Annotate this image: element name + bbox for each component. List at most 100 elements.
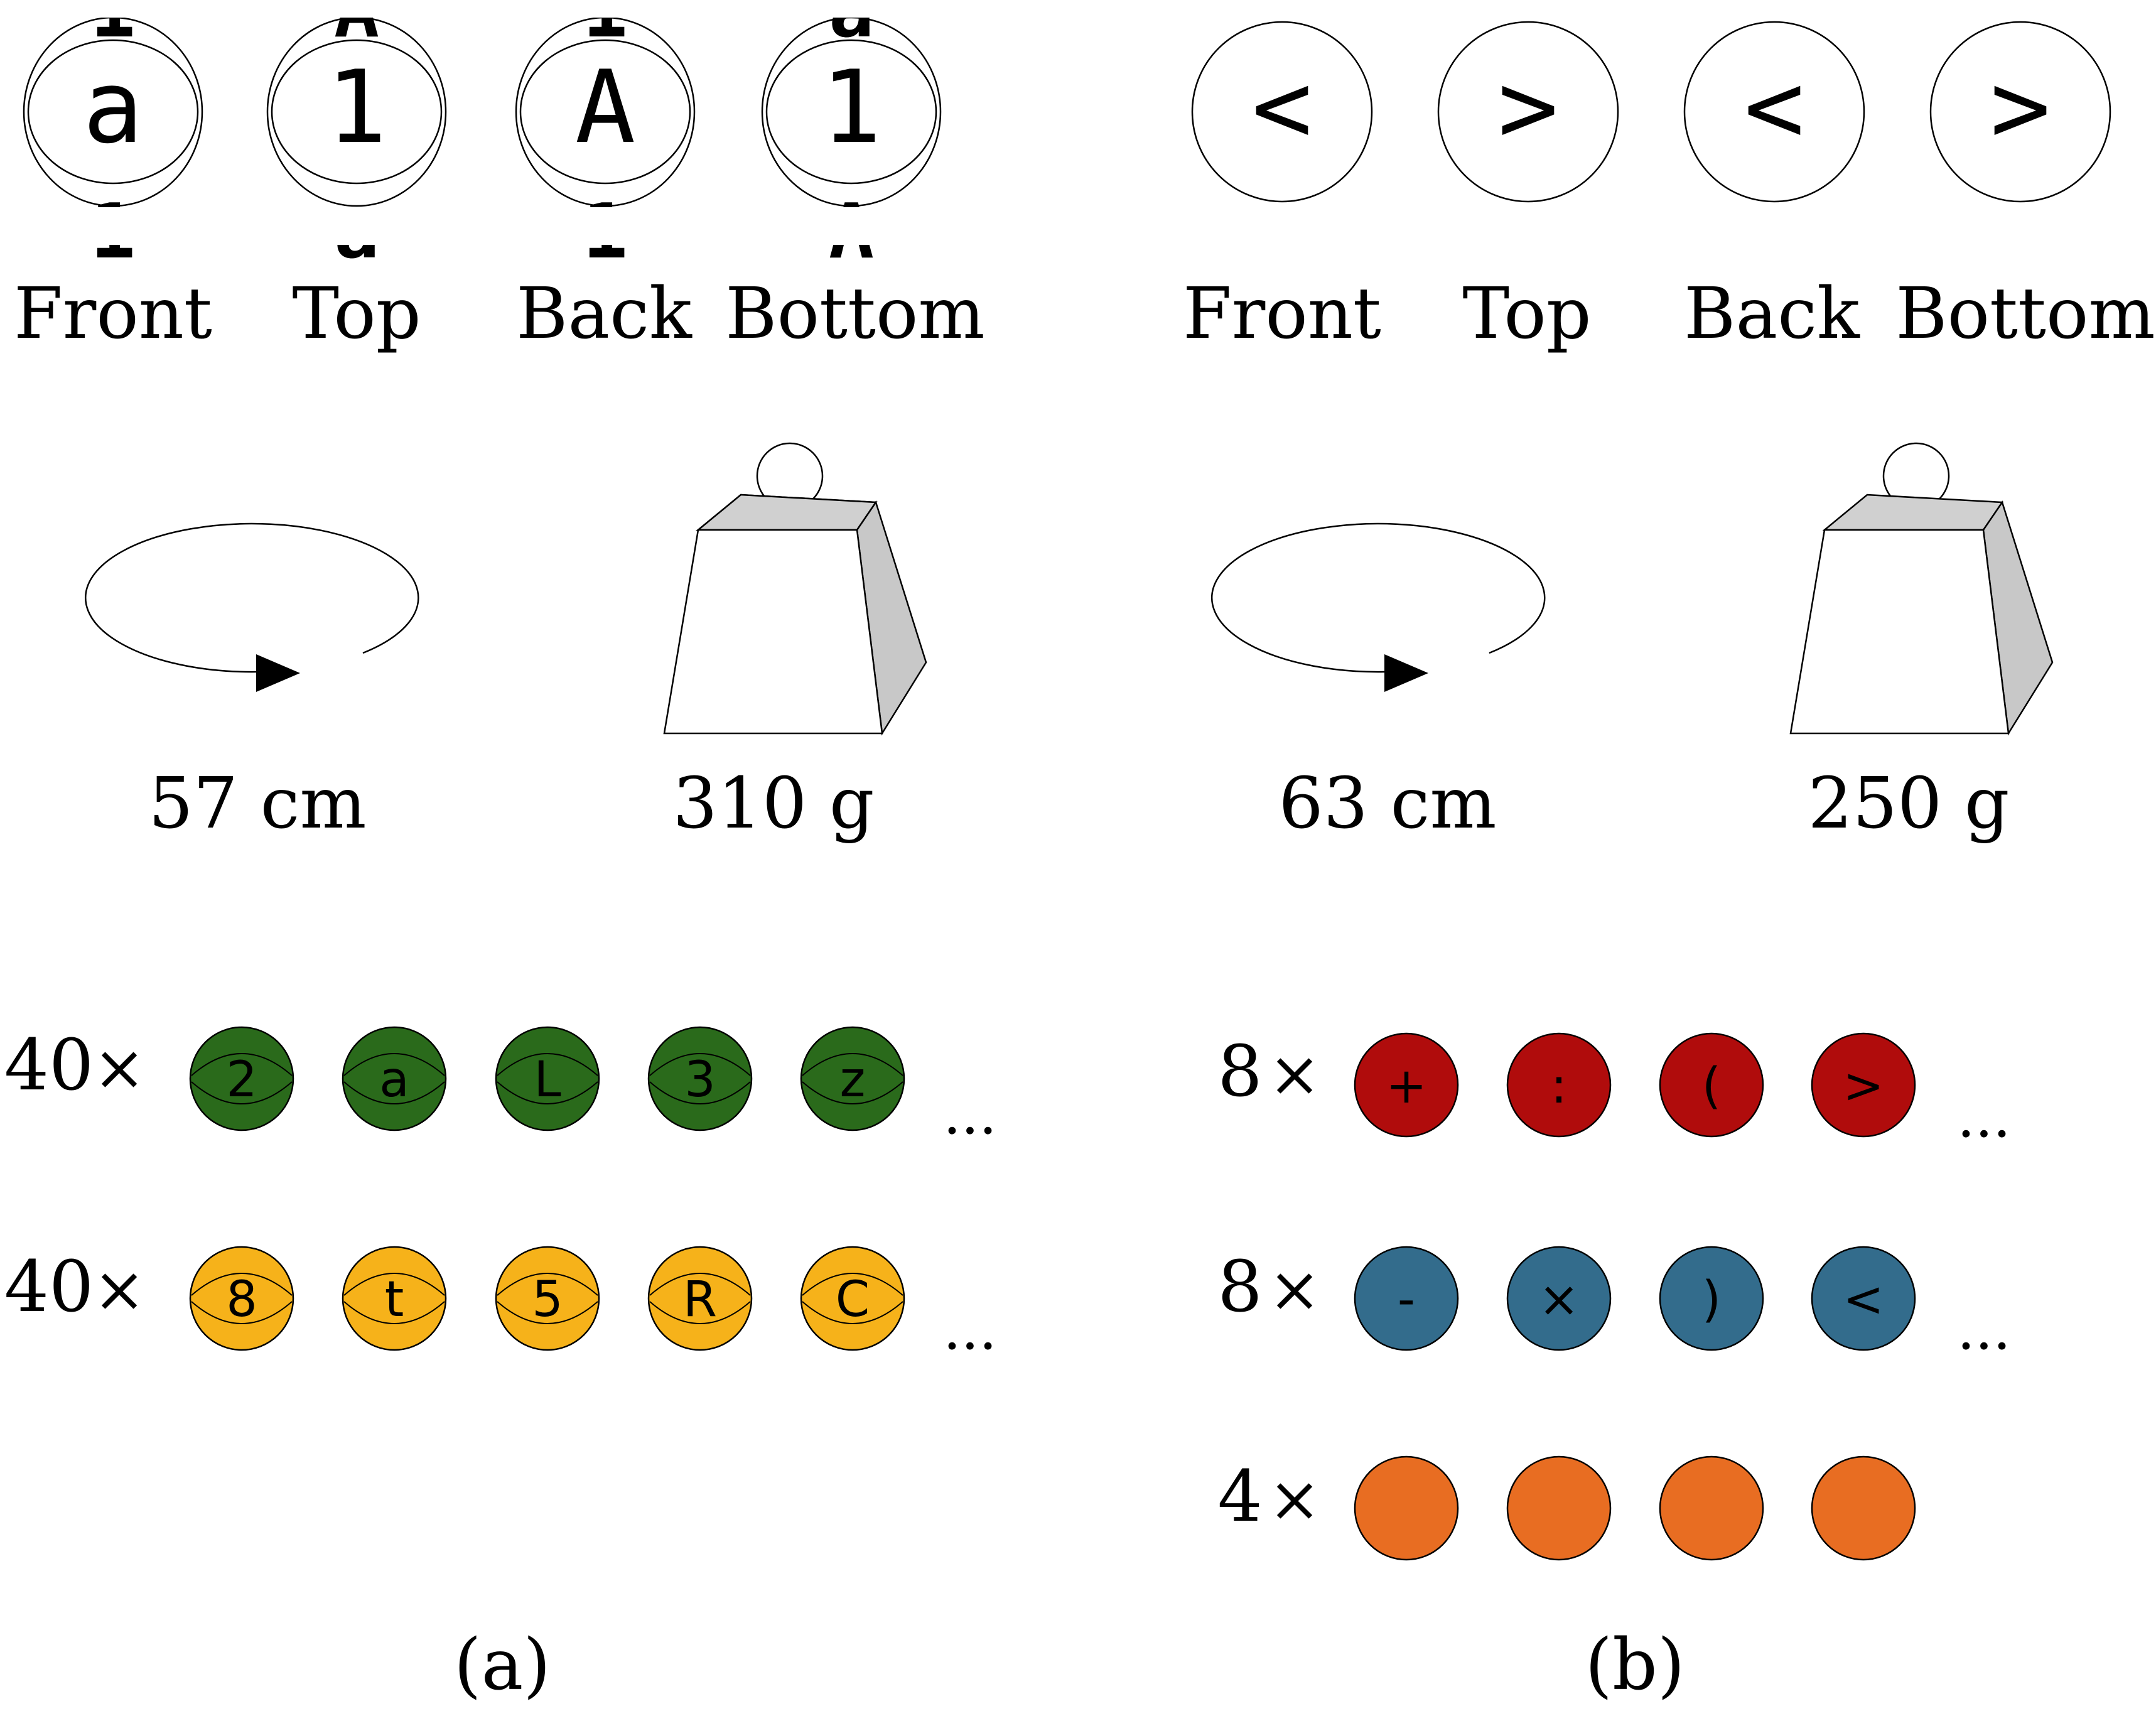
token-label: 2: [226, 1052, 257, 1108]
weight-icon: [663, 442, 927, 736]
token-label: ×: [1538, 1271, 1579, 1328]
face-glyph: a: [83, 48, 143, 166]
token: :: [1506, 1032, 1612, 1138]
token-row-red: 8 × + : ( > ...: [1217, 1031, 2011, 1150]
face-front-b: <: [1191, 21, 1373, 203]
face-top-a: A a 1: [262, 0, 451, 276]
token: [1354, 1455, 1459, 1561]
token-label: >: [1843, 1058, 1884, 1114]
panel-caption: (b): [1585, 1624, 1684, 1706]
row-ellipsis: ...: [1957, 1084, 2011, 1150]
row-multiply-sign: ×: [93, 1031, 146, 1104]
token: (: [1659, 1032, 1764, 1138]
face-front-a: 1 1 a: [19, 0, 207, 276]
row-count: 8: [1217, 1031, 1262, 1113]
face-labels-a: Front Top Back Bottom: [14, 273, 985, 355]
row-multiply-sign: ×: [1268, 1253, 1321, 1326]
weight-value: 250 g: [1808, 763, 2009, 845]
face-glyph: 1: [326, 48, 387, 166]
token: R: [647, 1246, 753, 1351]
ball-faces-a: 1 1 a A a 1 1 1 A: [19, 0, 946, 276]
token: >: [1811, 1032, 1916, 1138]
face-bottom-b: >: [1929, 21, 2111, 203]
token: ): [1659, 1246, 1764, 1351]
token: -: [1354, 1246, 1459, 1351]
token: t: [342, 1246, 447, 1351]
row-multiply-sign: ×: [1268, 1037, 1321, 1111]
token: 8: [189, 1246, 294, 1351]
token-label: ): [1702, 1271, 1721, 1328]
token: a: [342, 1026, 447, 1131]
token-row-blue: 8 × - × ) < ...: [1217, 1246, 2011, 1363]
panel-b: < > < > Front Top Back Bottom 6: [1183, 21, 2155, 1706]
row-count: 40: [4, 1025, 94, 1106]
token: <: [1811, 1246, 1916, 1351]
token-label: 5: [532, 1271, 563, 1328]
face-back-b: <: [1683, 21, 1865, 203]
face-glyph: <: [1744, 48, 1804, 166]
face-label: Top: [1462, 273, 1591, 355]
row-ellipsis: ...: [943, 1297, 997, 1363]
circumference-value: 57 cm: [148, 763, 366, 845]
token-label: L: [534, 1052, 561, 1108]
row-ellipsis: ...: [943, 1081, 997, 1147]
token-label: C: [836, 1271, 870, 1328]
token: ×: [1506, 1246, 1612, 1351]
token: [1811, 1455, 1916, 1561]
token-label: 3: [684, 1052, 716, 1108]
token-label: z: [840, 1052, 866, 1108]
row-count: 8: [1217, 1246, 1262, 1328]
token: C: [800, 1246, 905, 1351]
weight-icon: [1789, 442, 2054, 736]
face-back-a: 1 1 A: [511, 0, 699, 276]
face-glyph: A: [575, 48, 635, 166]
token-label: +: [1386, 1058, 1426, 1114]
face-label: Back: [516, 273, 693, 355]
weight-value: 310 g: [672, 763, 874, 845]
token: z: [800, 1026, 905, 1131]
ball-faces-b: < > < >: [1191, 21, 2111, 203]
token-row-green: 40 × 2 a L: [4, 1025, 997, 1147]
token-row-yellow: 40 × 8 t 5: [4, 1246, 997, 1363]
token-label: 8: [226, 1271, 257, 1328]
circumference-value: 63 cm: [1278, 763, 1496, 845]
circumference-icon: [1211, 522, 1546, 692]
face-labels-b: Front Top Back Bottom: [1183, 273, 2155, 355]
token: 3: [647, 1026, 753, 1131]
row-multiply-sign: ×: [93, 1253, 146, 1326]
token-label: a: [379, 1052, 409, 1108]
token-row-orange: 4 ×: [1217, 1455, 1916, 1561]
face-glyph: 1: [821, 48, 881, 166]
face-top-b: >: [1437, 21, 1619, 203]
token: +: [1354, 1032, 1459, 1138]
face-label: Top: [292, 273, 421, 355]
face-label: Back: [1684, 273, 1860, 355]
face-label: Front: [1183, 273, 1381, 355]
face-label: Bottom: [725, 273, 984, 355]
face-glyph: >: [1990, 48, 2051, 166]
token: [1506, 1455, 1612, 1561]
row-count: 4: [1217, 1456, 1262, 1538]
token-label: <: [1843, 1271, 1884, 1328]
row-multiply-sign: ×: [1268, 1462, 1321, 1536]
row-ellipsis: ...: [1957, 1297, 2011, 1363]
row-count: 40: [4, 1246, 94, 1328]
token-label: R: [683, 1271, 717, 1328]
token-label: t: [385, 1271, 404, 1328]
token: [1659, 1455, 1764, 1561]
token: L: [495, 1026, 600, 1131]
face-glyph: >: [1498, 48, 1558, 166]
token: 2: [189, 1026, 294, 1131]
panel-caption: (a): [454, 1624, 551, 1706]
face-bottom-a: a A 1: [757, 0, 946, 276]
token-label: :: [1551, 1058, 1567, 1114]
token-label: -: [1398, 1271, 1415, 1328]
face-label: Bottom: [1895, 273, 2155, 355]
face-label: Front: [14, 273, 212, 355]
token: 5: [495, 1246, 600, 1351]
panel-a: 1 1 a A a 1 1 1 A: [4, 0, 997, 1706]
token-label: (: [1702, 1058, 1721, 1114]
face-glyph: <: [1252, 48, 1312, 166]
circumference-icon: [85, 522, 419, 692]
